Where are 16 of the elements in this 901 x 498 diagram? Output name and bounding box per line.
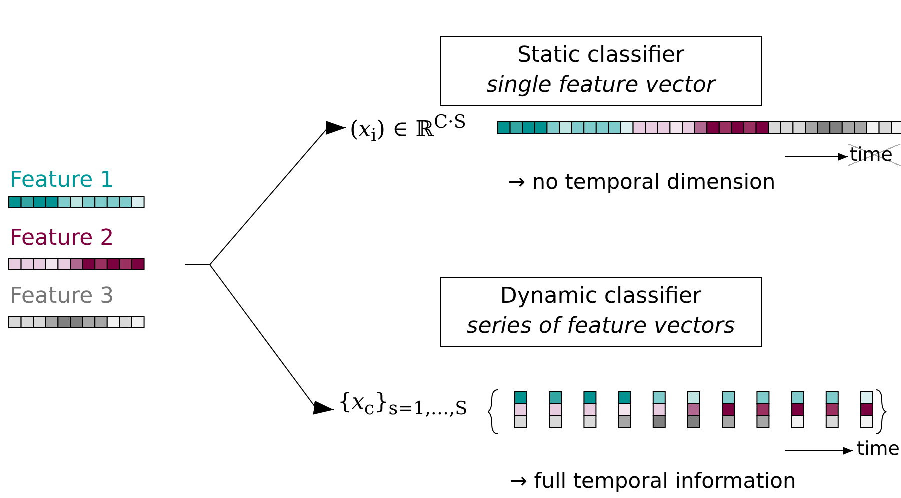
box-title: Static classifier [516, 42, 686, 70]
arrow [184, 264, 334, 415]
box-subtitle: series of feature vectors [466, 313, 736, 341]
note-text: → full temporal information [510, 469, 796, 493]
axis-label: time [857, 438, 900, 460]
box-subtitle: single feature vector [486, 72, 718, 100]
math-expression: (x$_{i}$) ∈ ℝ$^{C·S}$ [350, 112, 466, 147]
math-expression: {x$_{c}$}$_{s=1,…,S}$ [338, 390, 468, 420]
feature-label: Feature 2 [10, 226, 114, 252]
feature-label: Feature 1 [10, 168, 114, 194]
feature-label: Feature 3 [10, 284, 114, 310]
box-title: Dynamic classifier [499, 283, 703, 311]
classifier-box [440, 36, 762, 106]
crossed-out-label: time [848, 144, 901, 166]
classifier-box [440, 277, 762, 347]
note-text: → no temporal dimension [508, 170, 776, 194]
